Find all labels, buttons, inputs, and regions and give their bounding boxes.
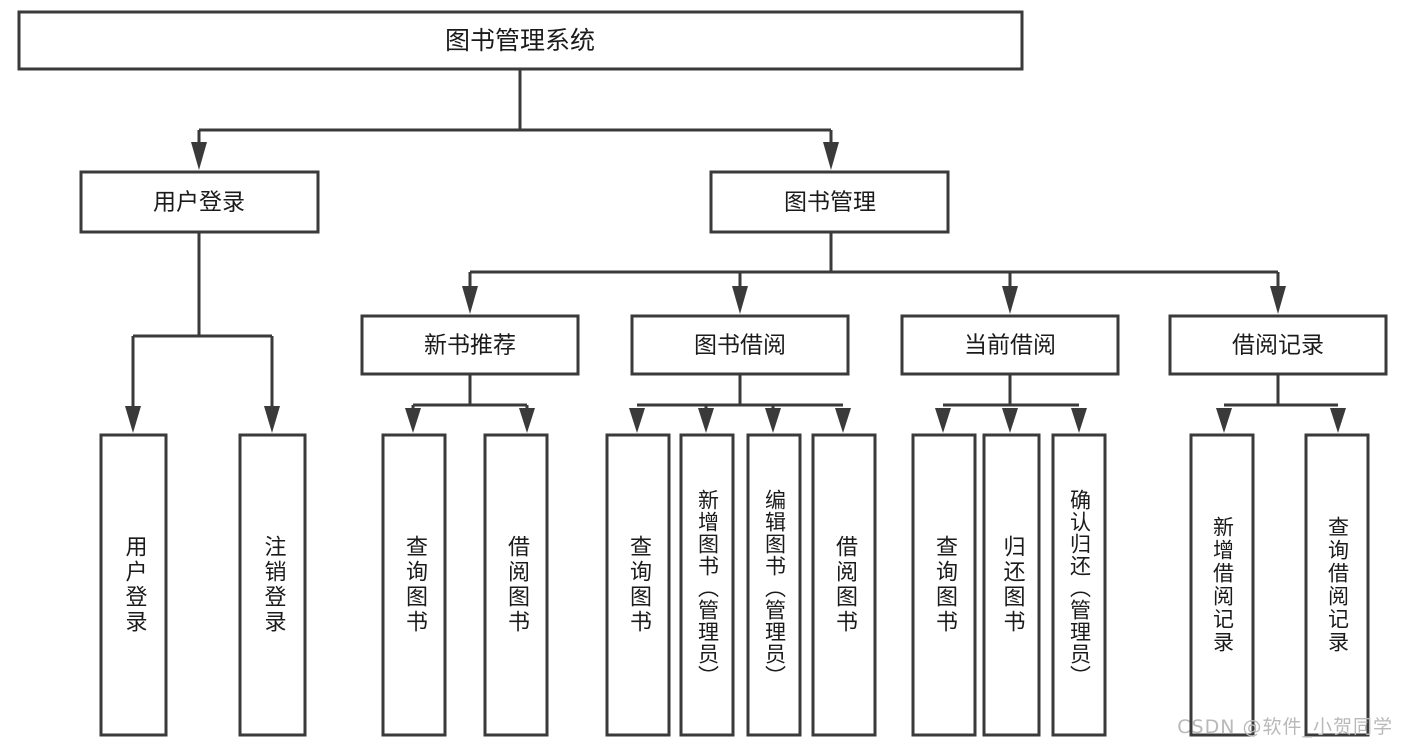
node-box-borrow-book-2[interactable] (811, 433, 877, 737)
arrow-head-user-login-do (125, 406, 141, 433)
connector-group-borrow-record (1216, 374, 1346, 433)
label-new-book-rec: 新书推荐 (424, 333, 516, 359)
node-box-borrow-record[interactable] (1168, 314, 1388, 376)
node-box-borrow-book-1[interactable] (483, 433, 549, 737)
node-box-user-login[interactable] (79, 170, 320, 234)
node-box-query-book-3[interactable] (911, 433, 977, 737)
arrow-head-add-book (698, 408, 714, 433)
arrow-head-user-login (191, 142, 207, 170)
connector-group-book-borrow (629, 374, 851, 433)
connector-group-user-login (125, 232, 280, 433)
node-boxes (17, 10, 1388, 737)
node-box-add-book[interactable] (679, 433, 735, 737)
label-current-borrow: 当前借阅 (964, 333, 1056, 359)
label-borrow-record: 借阅记录 (1232, 333, 1324, 359)
node-labels-horizontal: 图书管理系统 用户登录 图书管理 新书推荐 图书借阅 当前借阅 借阅记录 (153, 26, 1324, 359)
node-box-user-logout[interactable] (238, 433, 307, 737)
arrow-head-query-borrow-record (1330, 408, 1346, 433)
arrow-head-current-borrow (1002, 286, 1018, 314)
arrow-head-return-book (1002, 408, 1018, 433)
node-box-confirm-return[interactable] (1051, 433, 1107, 737)
connector-group-root (191, 69, 839, 170)
node-box-query-borrow-record[interactable] (1304, 433, 1370, 737)
node-box-add-borrow-record[interactable] (1189, 433, 1255, 737)
arrow-head-user-logout (264, 406, 280, 433)
arrow-head-edit-book (765, 408, 781, 433)
arrow-head-query-book-3 (935, 408, 951, 433)
arrow-head-borrow-book-2 (835, 408, 851, 433)
label-book-borrow: 图书借阅 (694, 333, 786, 359)
node-box-root[interactable] (17, 10, 1024, 71)
node-box-query-book-2[interactable] (605, 433, 671, 737)
label-root: 图书管理系统 (445, 26, 595, 55)
node-box-book-manage[interactable] (709, 170, 950, 234)
arrow-head-borrow-book-1 (519, 408, 535, 433)
node-box-current-borrow[interactable] (900, 314, 1120, 376)
arrow-head-borrow-record (1270, 286, 1286, 314)
arrow-head-book-manage (823, 142, 839, 170)
connector-group-current-borrow (935, 374, 1087, 433)
label-book-manage: 图书管理 (784, 190, 876, 216)
node-box-new-book-rec[interactable] (360, 314, 580, 376)
node-box-book-borrow[interactable] (630, 314, 850, 376)
connector-group-new-book-rec (405, 374, 535, 433)
label-user-login: 用户登录 (153, 190, 245, 216)
node-box-return-book[interactable] (982, 433, 1041, 737)
node-box-edit-book[interactable] (746, 433, 802, 737)
arrow-head-confirm-return (1071, 408, 1087, 433)
arrow-head-query-book-1 (405, 408, 421, 433)
arrow-head-book-borrow (732, 286, 748, 314)
arrow-head-new-book-rec (462, 286, 478, 314)
watermark-text: CSDN @软件_小贺同学 (1177, 716, 1393, 738)
node-box-query-book-1[interactable] (381, 433, 447, 737)
connector-group-book-manage (462, 232, 1286, 314)
node-box-user-login-do[interactable] (99, 433, 168, 737)
arrow-head-query-book-2 (629, 408, 645, 433)
arrow-head-add-borrow-record (1216, 408, 1232, 433)
